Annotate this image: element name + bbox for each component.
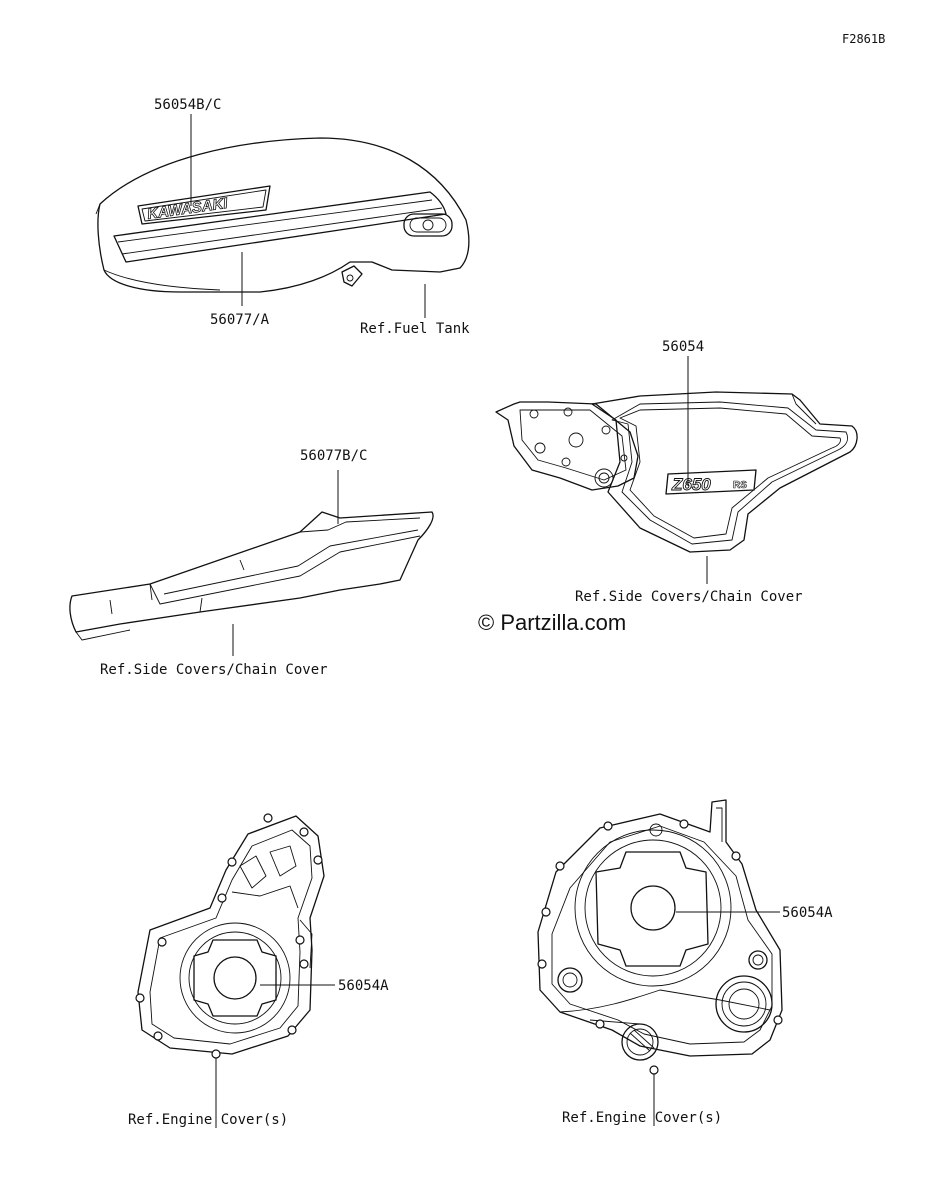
tail-cover-drawing [69,511,434,641]
label-ref-side-left: Ref.Side Covers/Chain Cover [100,662,328,678]
rs-decal-text: RS [733,480,747,491]
label-engine-emblem-left: 56054A [338,978,389,994]
partzilla-watermark: © Partzilla.com [478,610,626,635]
label-tank-stripe: 56077/A [210,312,270,328]
figure-id: F2861B [842,32,885,46]
label-engine-emblem-right: 56054A [782,905,833,921]
label-ref-engine-left: Ref.Engine Cover(s) [128,1112,288,1128]
label-ref-side-right: Ref.Side Covers/Chain Cover [575,589,803,605]
fuel-tank-drawing [95,137,470,293]
label-tail-stripe: 56077B/C [300,448,367,464]
engine-cover-left-drawing [135,813,325,1059]
z650-decal-text: Z650 [671,475,711,494]
label-ref-engine-right: Ref.Engine Cover(s) [562,1110,722,1126]
label-side-emblem: 56054 [662,339,704,355]
engine-cover-right-drawing [537,799,783,1075]
side-cover-drawing [495,391,858,553]
label-tank-emblem: 56054B/C [154,97,221,113]
label-ref-fuel-tank: Ref.Fuel Tank [360,321,470,337]
